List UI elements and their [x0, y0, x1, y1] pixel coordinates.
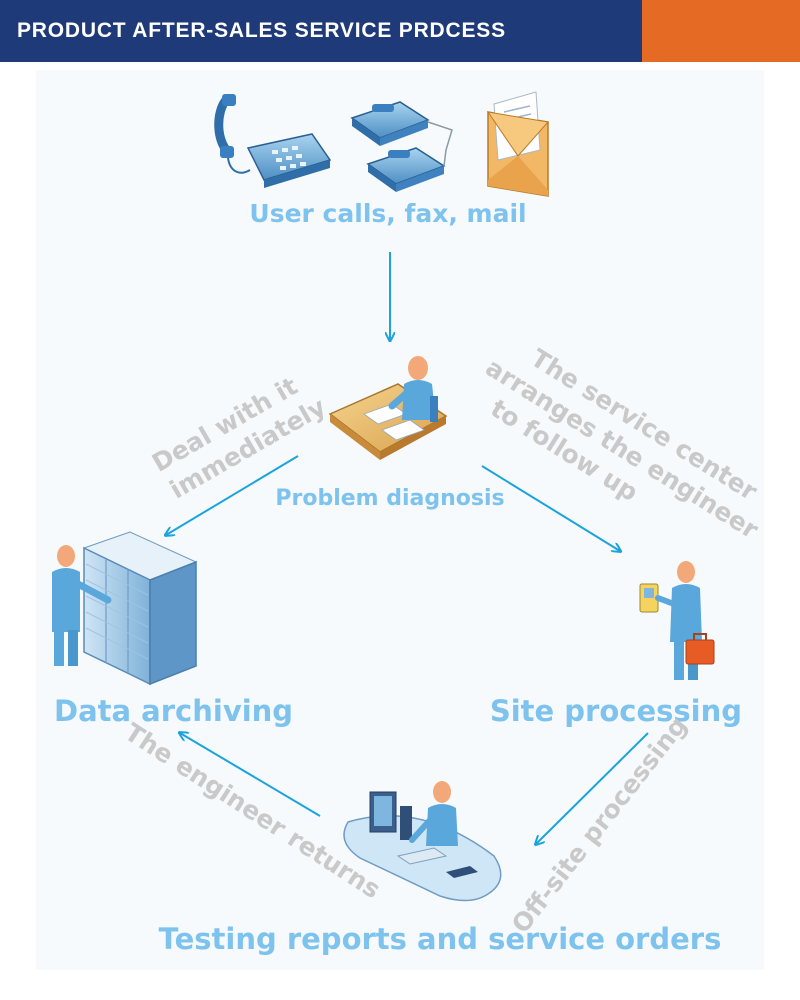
- header-accent-block: [642, 0, 800, 62]
- node-label-diagnosis: Problem diagnosis: [275, 486, 504, 511]
- flow-label-service-center-line2: arranges the engineer: [481, 353, 764, 545]
- flow-label-offsite: Off-site processing: [506, 711, 693, 939]
- workstation-person-icon: [343, 781, 502, 902]
- node-label-site: Site processing: [490, 694, 742, 728]
- engineer-with-toolbox-icon: [639, 561, 715, 680]
- diagnosis-desk-person-icon: [328, 356, 448, 460]
- mail-envelope-icon: [486, 91, 549, 197]
- page-title: PRODUCT AFTER-SALES SERVICE PRDCESS: [17, 19, 506, 42]
- arrow-diagnosis-to-site: [481, 465, 620, 551]
- arrow-testing-to-archiving: [180, 733, 321, 817]
- header-bar: PRODUCT AFTER-SALES SERVICE PRDCESS: [0, 0, 800, 62]
- node-label-archiving: Data archiving: [54, 694, 293, 728]
- flow-label-returns: The engineer returns: [120, 717, 386, 904]
- node-label-testing: Testing reports and service orders: [159, 922, 722, 956]
- arrow-diagnosis-to-archiving: [166, 455, 299, 535]
- fax-machines-icon: [350, 101, 453, 192]
- node-label-contact: User calls, fax, mail: [249, 199, 526, 228]
- server-rack-person-icon: [52, 531, 198, 686]
- desk-phone-icon: [214, 94, 332, 188]
- arrow-site-to-testing: [536, 732, 649, 844]
- flow-arrows: [166, 252, 649, 844]
